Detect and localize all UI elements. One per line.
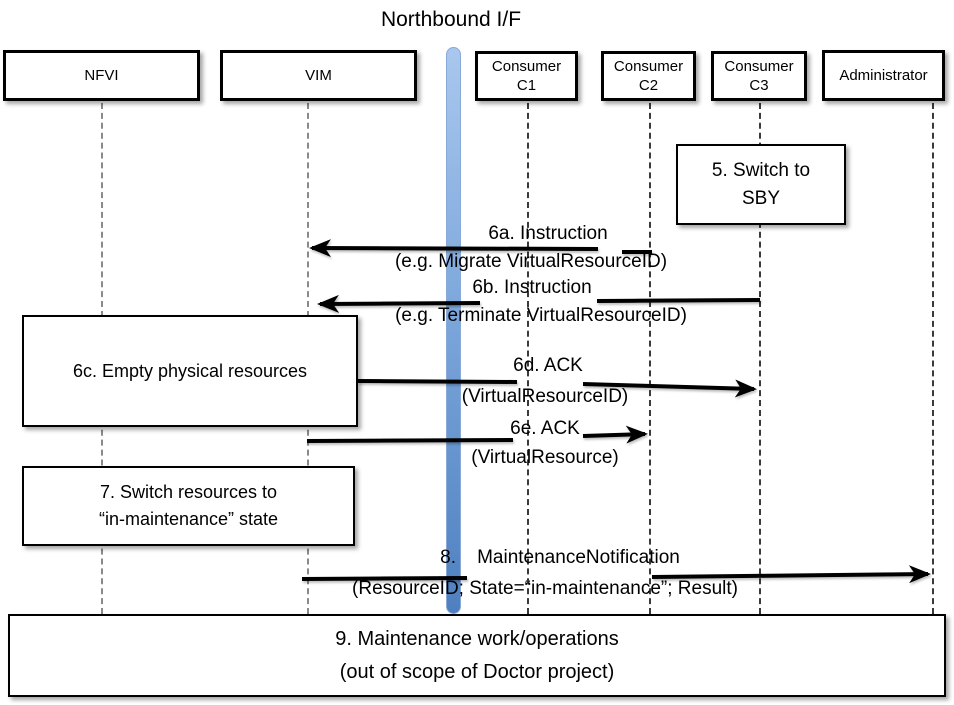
actor-label-c2-line1: Consumer xyxy=(613,58,684,75)
northbound-interface-bar xyxy=(446,47,461,614)
label-6a-parameters: (e.g. Migrate VirtualResourceID) xyxy=(394,251,668,272)
label-6b-instruction: 6b. Instruction xyxy=(472,277,592,298)
actor-box-nfvi: NFVI xyxy=(3,50,200,101)
label-8-parameters: (ResourceID; State=“in-maintenance”; Res… xyxy=(352,578,738,599)
lifeline-consumer-c3 xyxy=(759,103,761,614)
actor-box-consumer-c1: Consumer C1 xyxy=(475,51,578,101)
arrow-6b-instruction xyxy=(317,294,761,313)
actor-label-c1-line2: C1 xyxy=(516,77,537,94)
arrow-6e-ack xyxy=(306,425,648,444)
step7-switch-resources-box: 7. Switch resources to “in-maintenance” … xyxy=(22,466,355,546)
step9-line2: (out of scope of Doctor project) xyxy=(339,660,615,683)
actor-label-administrator: Administrator xyxy=(839,67,928,84)
actor-label-vim: VIM xyxy=(305,67,332,84)
step5-line1: 5. Switch to xyxy=(711,159,811,181)
actor-box-consumer-c3: Consumer C3 xyxy=(711,51,807,101)
actor-box-vim: VIM xyxy=(220,50,417,101)
lifeline-consumer-c1 xyxy=(527,103,529,614)
label-6d-ack: 6d. ACK xyxy=(513,355,583,376)
step5-switch-to-sby-box: 5. Switch to SBY xyxy=(676,144,846,225)
label-6e-parameters: (VirtualResource) xyxy=(471,447,619,468)
step6c-empty-physical-resources-box: 6c. Empty physical resources xyxy=(22,315,358,427)
actor-label-c1-line1: Consumer xyxy=(491,58,562,75)
step7-line2: “in-maintenance” state xyxy=(98,509,279,529)
step7-line1: 7. Switch resources to xyxy=(99,482,278,502)
label-6e-ack: 6e. ACK xyxy=(510,418,580,439)
lifeline-consumer-c2 xyxy=(649,103,651,614)
label-6d-parameters: (VirtualResourceID) xyxy=(461,386,629,407)
label-6b-parameters: (e.g. Terminate VirtualResourceID) xyxy=(395,305,687,326)
lifeline-administrator xyxy=(932,103,934,614)
actor-label-nfvi: NFVI xyxy=(84,67,119,84)
actor-box-consumer-c2: Consumer C2 xyxy=(601,51,696,101)
actor-box-administrator: Administrator xyxy=(822,50,945,101)
step9-line1: 9. Maintenance work/operations xyxy=(335,627,619,650)
label-6a-instruction: 6a. Instruction xyxy=(488,223,608,244)
step9-maintenance-work-box: 9. Maintenance work/operations (out of s… xyxy=(8,614,946,697)
actor-label-c2-line2: C2 xyxy=(638,77,659,94)
actor-label-c3-line2: C3 xyxy=(749,77,769,94)
diagram-title: Northbound I/F xyxy=(380,8,522,31)
actor-label-c3-line1: Consumer xyxy=(724,58,794,75)
step6c-line1: 6c. Empty physical resources xyxy=(72,360,308,381)
label-8-maintenance-notification: 8. MaintenanceNotification xyxy=(440,547,680,568)
step5-line2: SBY xyxy=(741,187,781,209)
